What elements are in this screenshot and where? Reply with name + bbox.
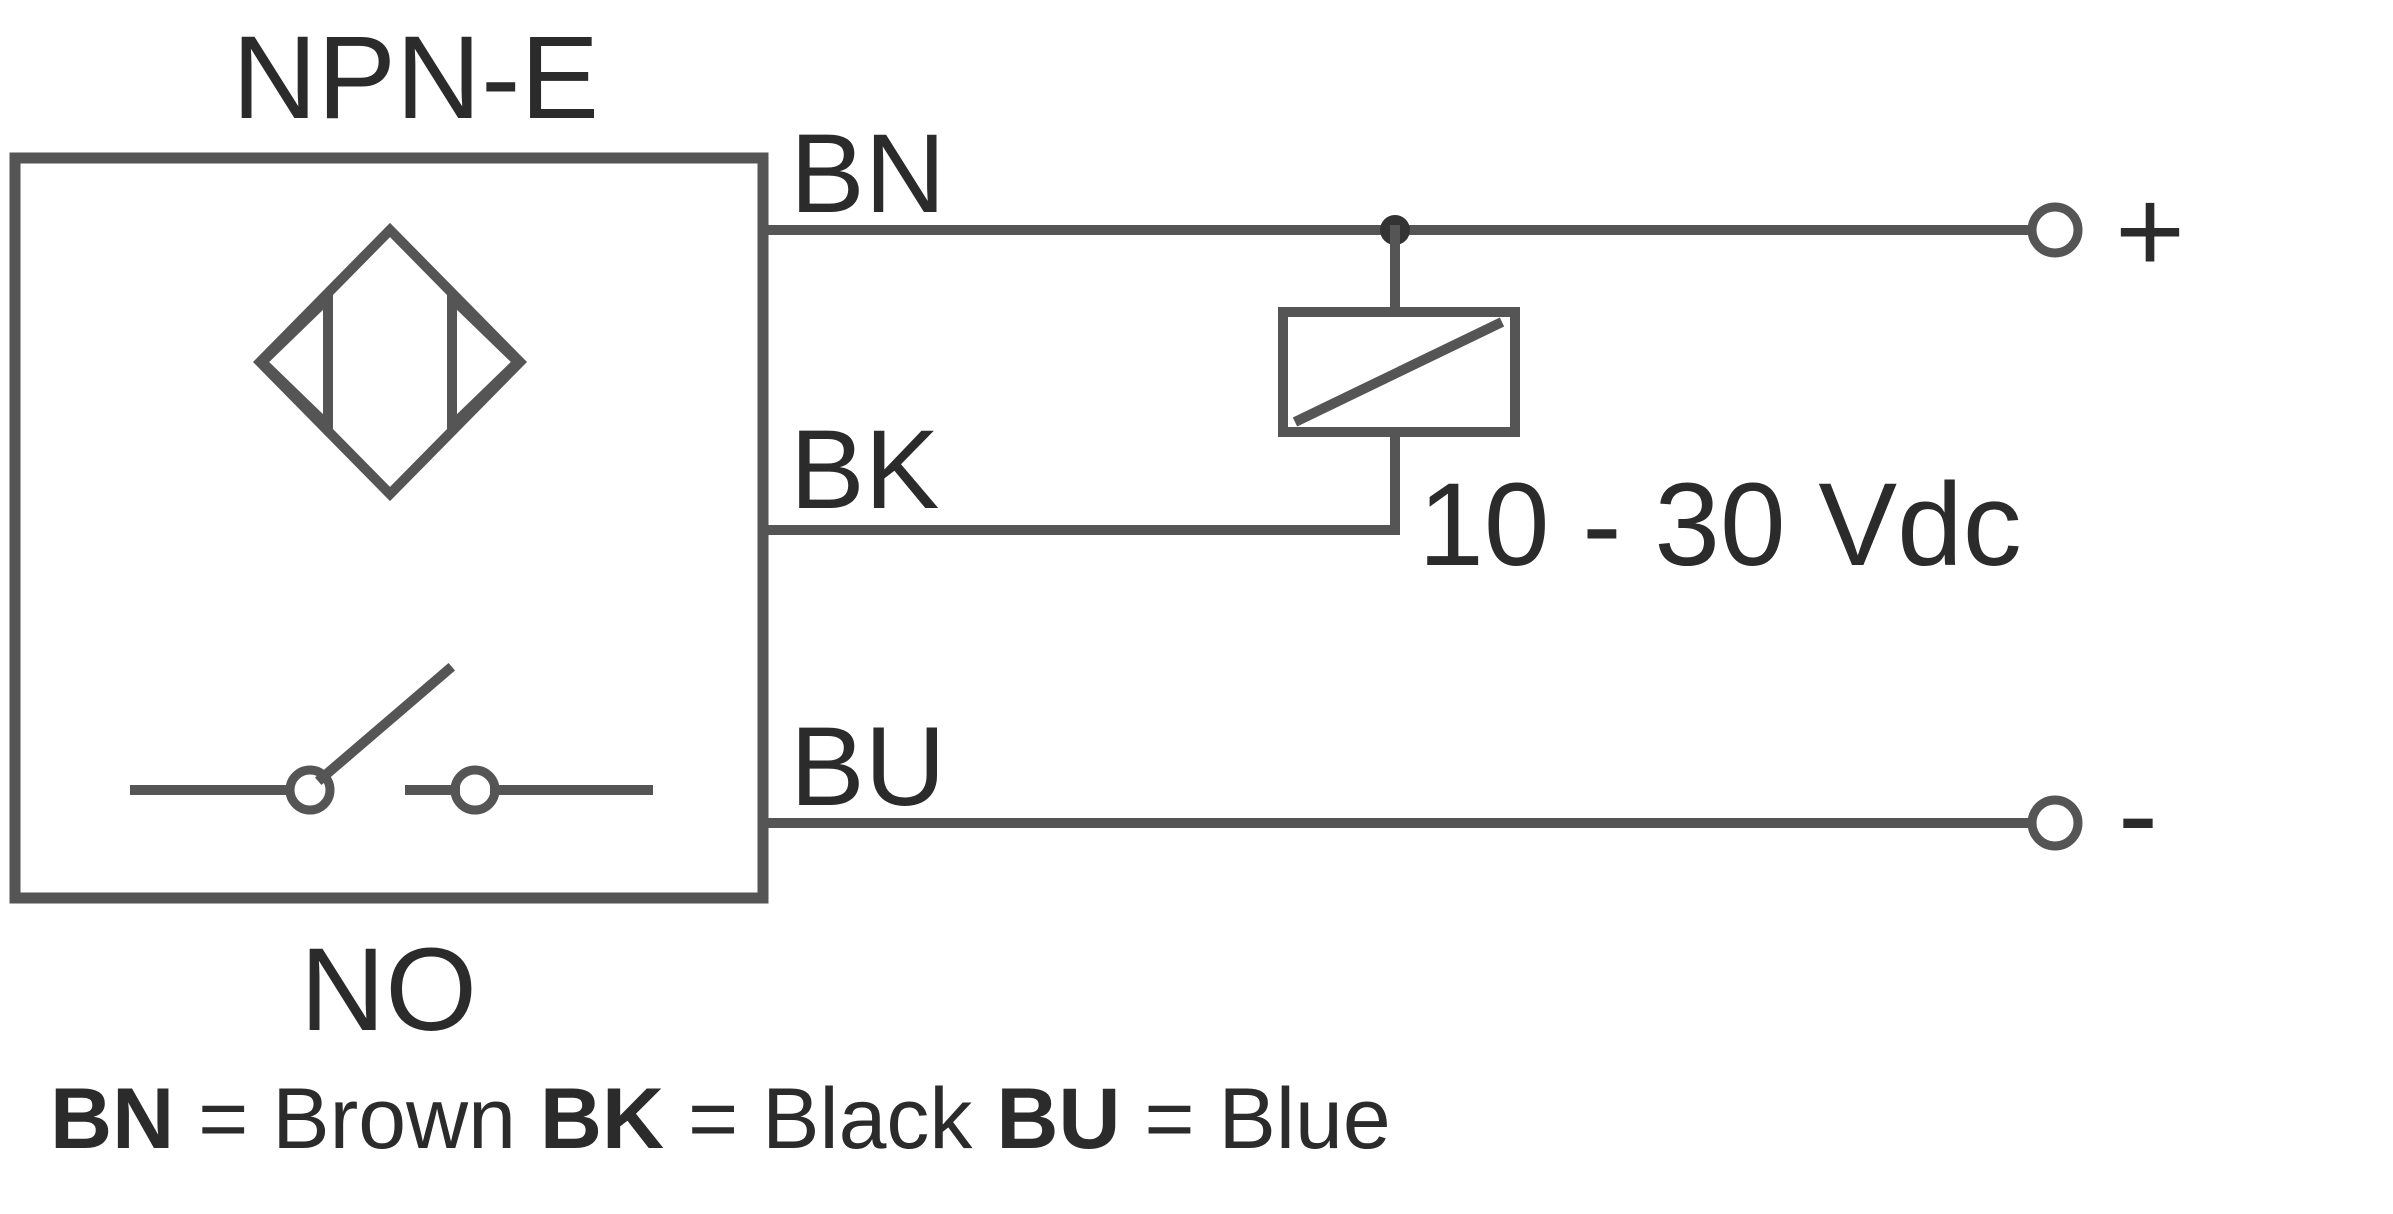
color-legend: BN = Brown BK = Black BU = Blue — [50, 1070, 1391, 1169]
supply-voltage-label: 10 - 30 Vdc — [1418, 459, 2021, 591]
legend-bn-text: = Brown — [174, 1071, 540, 1167]
normally-open-switch-icon — [130, 662, 653, 815]
bu-wire-label: BU — [790, 704, 946, 829]
negative-label: - — [2118, 747, 2158, 881]
legend-bk-code: BK — [539, 1071, 665, 1167]
bn-wire-label: BN — [790, 111, 946, 236]
bk-wire-label: BK — [790, 407, 939, 532]
load-relay-icon — [1278, 307, 1520, 437]
legend-bu-code: BU — [996, 1071, 1121, 1167]
contact-type-label: NO — [300, 924, 477, 1056]
legend-bk-text: = Black — [664, 1071, 997, 1167]
legend-bu-text: = Blue — [1120, 1071, 1391, 1167]
sensor-type-label: NPN-E — [232, 12, 599, 144]
legend-bn-code: BN — [50, 1071, 175, 1167]
positive-label: + — [2115, 164, 2185, 298]
negative-terminal — [2027, 795, 2083, 851]
inductive-sensor-icon — [252, 222, 528, 502]
positive-terminal — [2027, 202, 2083, 258]
